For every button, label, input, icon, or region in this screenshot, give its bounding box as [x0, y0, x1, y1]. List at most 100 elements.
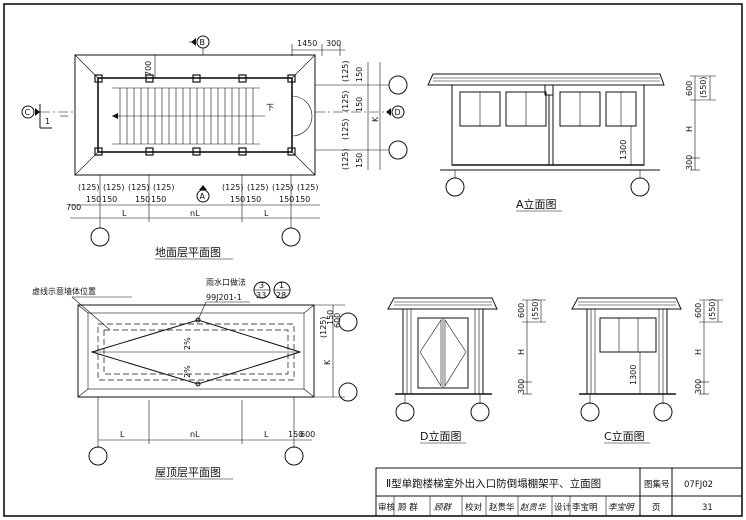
grid-bubble: [338, 312, 358, 332]
dim-1450: 1450: [297, 39, 317, 48]
dim-L: L: [122, 209, 127, 218]
dim-125: (125): [103, 183, 125, 192]
building-wall: [97, 77, 293, 153]
grid-bubble: [470, 402, 490, 422]
grid-bubble: [445, 177, 465, 197]
elevation-D: 600 (550) H 300 D立面图: [387, 297, 546, 444]
atlas-number: 07FJ02: [684, 480, 713, 490]
dim-300: 300: [685, 155, 694, 170]
detail-ref-2-top: 1: [279, 281, 284, 290]
dim-150: 150: [86, 195, 101, 204]
grid-label-B: B: [200, 38, 206, 47]
dim-125: (125): [247, 183, 269, 192]
grid-bubble-C: [21, 105, 35, 119]
dim-1300: 1300: [619, 140, 628, 160]
roof-plan-caption: 屋顶层平面图: [155, 466, 221, 479]
detail-ref-2-bottom: 28: [276, 291, 286, 300]
designer-signature: 李宝明: [608, 502, 635, 513]
dim-600: 600: [685, 81, 694, 96]
dim-125: (125): [341, 148, 350, 170]
down-label: 下: [266, 103, 274, 112]
dim-K: K: [371, 116, 380, 122]
dim-nL: nL: [190, 209, 200, 218]
dim-150: 150: [355, 67, 364, 82]
dim-L: L: [264, 430, 269, 439]
dim-150: 150: [326, 310, 335, 325]
dim-600: 600: [694, 303, 703, 318]
dim-125: (125): [297, 183, 319, 192]
dim-125: (125): [78, 183, 100, 192]
reviewer-name: 顾 群: [398, 502, 418, 513]
grid-bubble: [281, 227, 301, 247]
columns: [94, 74, 296, 156]
review-label: 审核: [378, 502, 396, 513]
elev-D-caption: D立面图: [420, 429, 461, 443]
page-number: 31: [702, 503, 713, 513]
grid-bubble: [653, 402, 673, 422]
wall: [451, 84, 645, 166]
dim-300: 300: [517, 379, 526, 394]
detail-ref-1-bottom: 33: [256, 291, 266, 300]
dim-125: (125): [272, 183, 294, 192]
grid-bubble: [630, 177, 650, 197]
dim-125: (125): [319, 316, 328, 338]
grid-bubble: [338, 382, 358, 402]
dim-125: (125): [153, 183, 175, 192]
dim-300: 300: [326, 39, 341, 48]
grid-bubble: [90, 227, 110, 247]
note-drain: 雨水口做法: [206, 277, 246, 287]
dim-550: (550): [708, 298, 717, 320]
dim-125: (125): [341, 118, 350, 140]
page-label: 页: [652, 503, 661, 513]
dim-1300: 1300: [629, 365, 638, 385]
designer-name: 李宝明: [572, 502, 598, 513]
checker-signature: 赵贵华: [520, 502, 547, 513]
drain-ref-code: 99J201-1: [206, 293, 242, 302]
dim-550: (550): [531, 298, 540, 320]
slope-label: 2%: [183, 365, 192, 378]
slope-label: 2%: [183, 337, 192, 350]
ground-floor-plan: 下 B A C 1: [21, 35, 408, 260]
dim-L: L: [264, 209, 269, 218]
grid-label-C: C: [25, 108, 31, 117]
detail-ref-1-top: 3: [259, 281, 264, 290]
dim-150: 150: [288, 430, 303, 439]
elevation-C: 600 (550) H 1300 300 C立面图: [571, 297, 723, 444]
ground-plan-caption: 地面层平面图: [155, 246, 221, 259]
grid-bubble-D: [391, 105, 405, 119]
dim-125: (125): [341, 60, 350, 82]
dim-150: 150: [355, 153, 364, 168]
check-label: 校对: [465, 502, 483, 513]
reviewer-signature: 顾群: [434, 502, 453, 513]
dim-L: L: [120, 430, 125, 439]
dim-H: H: [517, 349, 526, 355]
grid-bubble: [395, 402, 415, 422]
dim-K: K: [323, 359, 332, 365]
grid-bubble: [388, 140, 408, 160]
dim-125: (125): [222, 183, 244, 192]
dim-nL: nL: [190, 430, 200, 439]
dim-H: H: [694, 349, 703, 355]
grid-bubble: [388, 75, 408, 95]
roof-outline: [77, 304, 315, 398]
grid-bubble: [580, 402, 600, 422]
roof-plan: 2% 2% 虚线示意墙体位置 雨水口做法 99J201-1 3 33 1 28 …: [32, 277, 358, 480]
atlas-label: 图集号: [644, 479, 670, 490]
drawing-title: Ⅱ型单跑楼梯室外出入口防倒塌棚架平、立面图: [386, 477, 601, 490]
grid-bubble: [284, 446, 304, 466]
elev-A-caption: A立面图: [516, 197, 557, 211]
dim-125: (125): [128, 183, 150, 192]
window: [599, 317, 657, 353]
dim-300: 300: [694, 379, 703, 394]
grid-label-A: A: [200, 192, 206, 201]
note-wall: 虚线示意墙体位置: [32, 286, 96, 296]
dim-550: (550): [699, 76, 708, 98]
dim-H: H: [685, 126, 694, 132]
section-mark: 1: [45, 117, 50, 126]
dim-150: 150: [295, 195, 310, 204]
dim-700-top: 700: [144, 61, 153, 76]
elevation-A: 600 (550) H 1300 300 A立面图: [427, 73, 716, 212]
checker-name: 赵贵华: [489, 502, 515, 513]
dim-150: 150: [230, 195, 245, 204]
